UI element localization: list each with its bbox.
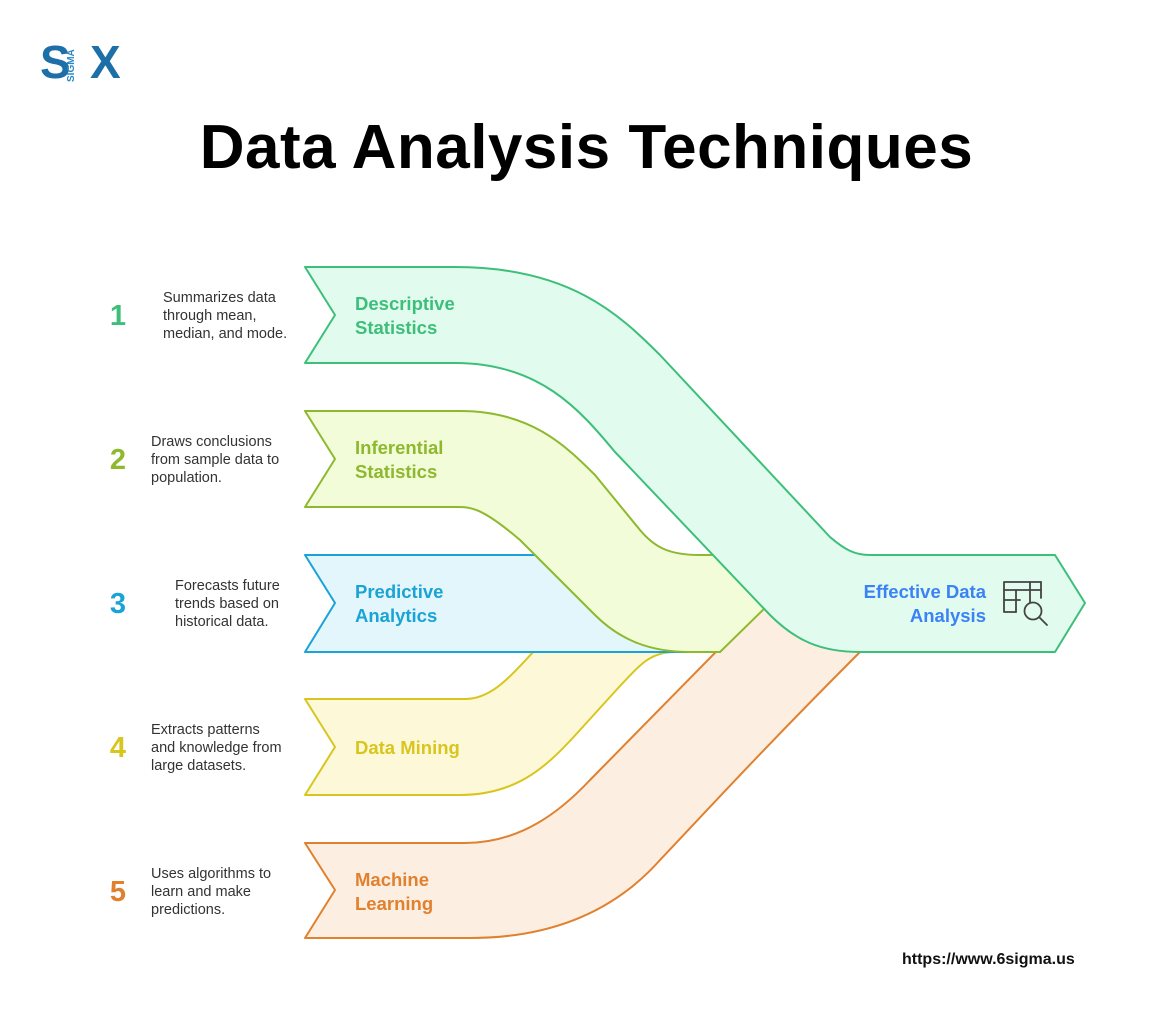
step-description-3: Forecasts future trends based on histori…	[175, 577, 280, 631]
table-search-icon	[1003, 581, 1048, 626]
desc-line: Uses algorithms to	[151, 866, 272, 882]
desc-line: population.	[151, 470, 222, 486]
step-description-1: Summarizes data through mean, median, an…	[163, 289, 287, 343]
desc-line: and knowledge from	[151, 740, 282, 756]
label-line: Statistics	[355, 317, 438, 338]
desc-line: historical data.	[175, 614, 269, 630]
desc-line: predictions.	[151, 902, 226, 918]
label-line: Data Mining	[355, 737, 460, 758]
desc-line: Draws conclusions	[151, 434, 272, 450]
logo: S SIGMA X	[40, 36, 124, 88]
desc-line: trends based on	[175, 596, 279, 612]
page-title: Data Analysis Techniques	[199, 113, 974, 182]
label-line: Predictive	[355, 581, 444, 602]
label-line: Descriptive	[355, 293, 455, 314]
step-description-2: Draws conclusions from sample data to po…	[151, 433, 279, 487]
step-description-4: Extracts patterns and knowledge from lar…	[151, 721, 282, 775]
label-line: Statistics	[355, 461, 438, 482]
arrow-machine-learning	[304, 604, 861, 939]
outcome-line: Analysis	[909, 605, 986, 626]
label-line: Analytics	[355, 605, 438, 626]
logo-letter-s: S	[40, 36, 71, 88]
technique-label-descriptive-statistics: Descriptive Statistics	[355, 292, 455, 340]
technique-label-data-mining: Data Mining	[355, 736, 460, 760]
technique-label-machine-learning: Machine Learning	[355, 868, 433, 916]
label-line: Machine	[355, 869, 430, 890]
desc-line: through mean,	[163, 308, 257, 324]
arrow-descriptive-statistics	[304, 266, 1086, 653]
desc-line: median, and mode.	[163, 326, 288, 342]
step-number-5: 5	[109, 876, 127, 908]
technique-label-predictive-analytics: Predictive Analytics	[355, 580, 443, 628]
footer-url[interactable]: https://www.6sigma.us	[902, 951, 1075, 968]
step-description-5: Uses algorithms to learn and make predic…	[151, 865, 271, 919]
desc-line: large datasets.	[151, 758, 247, 774]
logo-letter-x: X	[90, 36, 121, 88]
step-number-3: 3	[109, 588, 127, 620]
desc-line: learn and make	[151, 884, 251, 900]
label-line: Inferential	[355, 437, 444, 458]
desc-line: Summarizes data	[163, 290, 276, 306]
step-number-2: 2	[109, 444, 127, 476]
technique-label-inferential-statistics: Inferential Statistics	[355, 436, 443, 484]
desc-line: Forecasts future	[175, 578, 280, 594]
outcome-line: Effective Data	[863, 581, 986, 602]
outcome-label: Effective Data Analysis	[840, 580, 986, 628]
step-number-4: 4	[109, 732, 127, 764]
desc-line: from sample data to	[151, 452, 280, 468]
label-line: Learning	[355, 893, 434, 914]
desc-line: Extracts patterns	[151, 722, 260, 738]
step-number-1: 1	[109, 300, 127, 332]
